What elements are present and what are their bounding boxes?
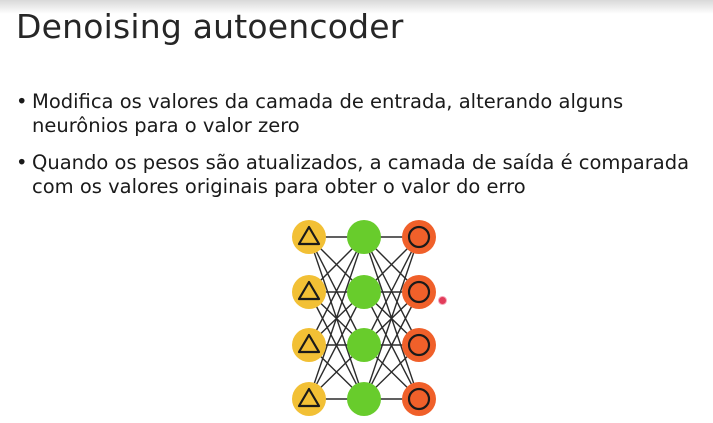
input-node xyxy=(292,382,326,416)
hidden-node xyxy=(347,220,381,254)
circle-icon xyxy=(407,225,431,249)
circle-icon xyxy=(407,280,431,304)
bullet-list: • Modifica os valores da camada de entra… xyxy=(16,90,706,212)
output-node xyxy=(402,382,436,416)
bullet-dot-icon: • xyxy=(16,151,28,174)
connection-line xyxy=(363,291,420,400)
circle-icon xyxy=(407,333,431,357)
connection-line xyxy=(308,236,365,346)
bullet-dot-icon: • xyxy=(16,90,28,113)
connection-line xyxy=(363,236,420,346)
output-node xyxy=(402,275,436,309)
hidden-node xyxy=(347,275,381,309)
output-node xyxy=(402,220,436,254)
connection-line xyxy=(363,236,420,400)
triangle-icon xyxy=(297,280,321,301)
triangle-icon xyxy=(297,387,321,408)
connection-line xyxy=(308,291,365,400)
window-top-shade xyxy=(0,0,713,14)
bullet-item: • Modifica os valores da camada de entra… xyxy=(16,90,706,138)
input-node xyxy=(292,275,326,309)
connection-line xyxy=(308,236,365,400)
pointer-dot-icon xyxy=(439,297,446,304)
triangle-icon xyxy=(297,225,321,246)
bullet-text: Quando os pesos são atualizados, a camad… xyxy=(32,151,690,198)
output-node xyxy=(402,328,436,362)
bullet-item: • Quando os pesos são atualizados, a cam… xyxy=(16,151,706,199)
autoencoder-network-diagram xyxy=(292,220,436,416)
hidden-node xyxy=(347,328,381,362)
slide-title: Denoising autoencoder xyxy=(16,7,404,46)
hidden-node xyxy=(347,382,381,416)
circle-icon xyxy=(407,387,431,411)
input-node xyxy=(292,220,326,254)
input-node xyxy=(292,328,326,362)
triangle-icon xyxy=(297,333,321,354)
bullet-text: Modifica os valores da camada de entrada… xyxy=(32,90,624,137)
